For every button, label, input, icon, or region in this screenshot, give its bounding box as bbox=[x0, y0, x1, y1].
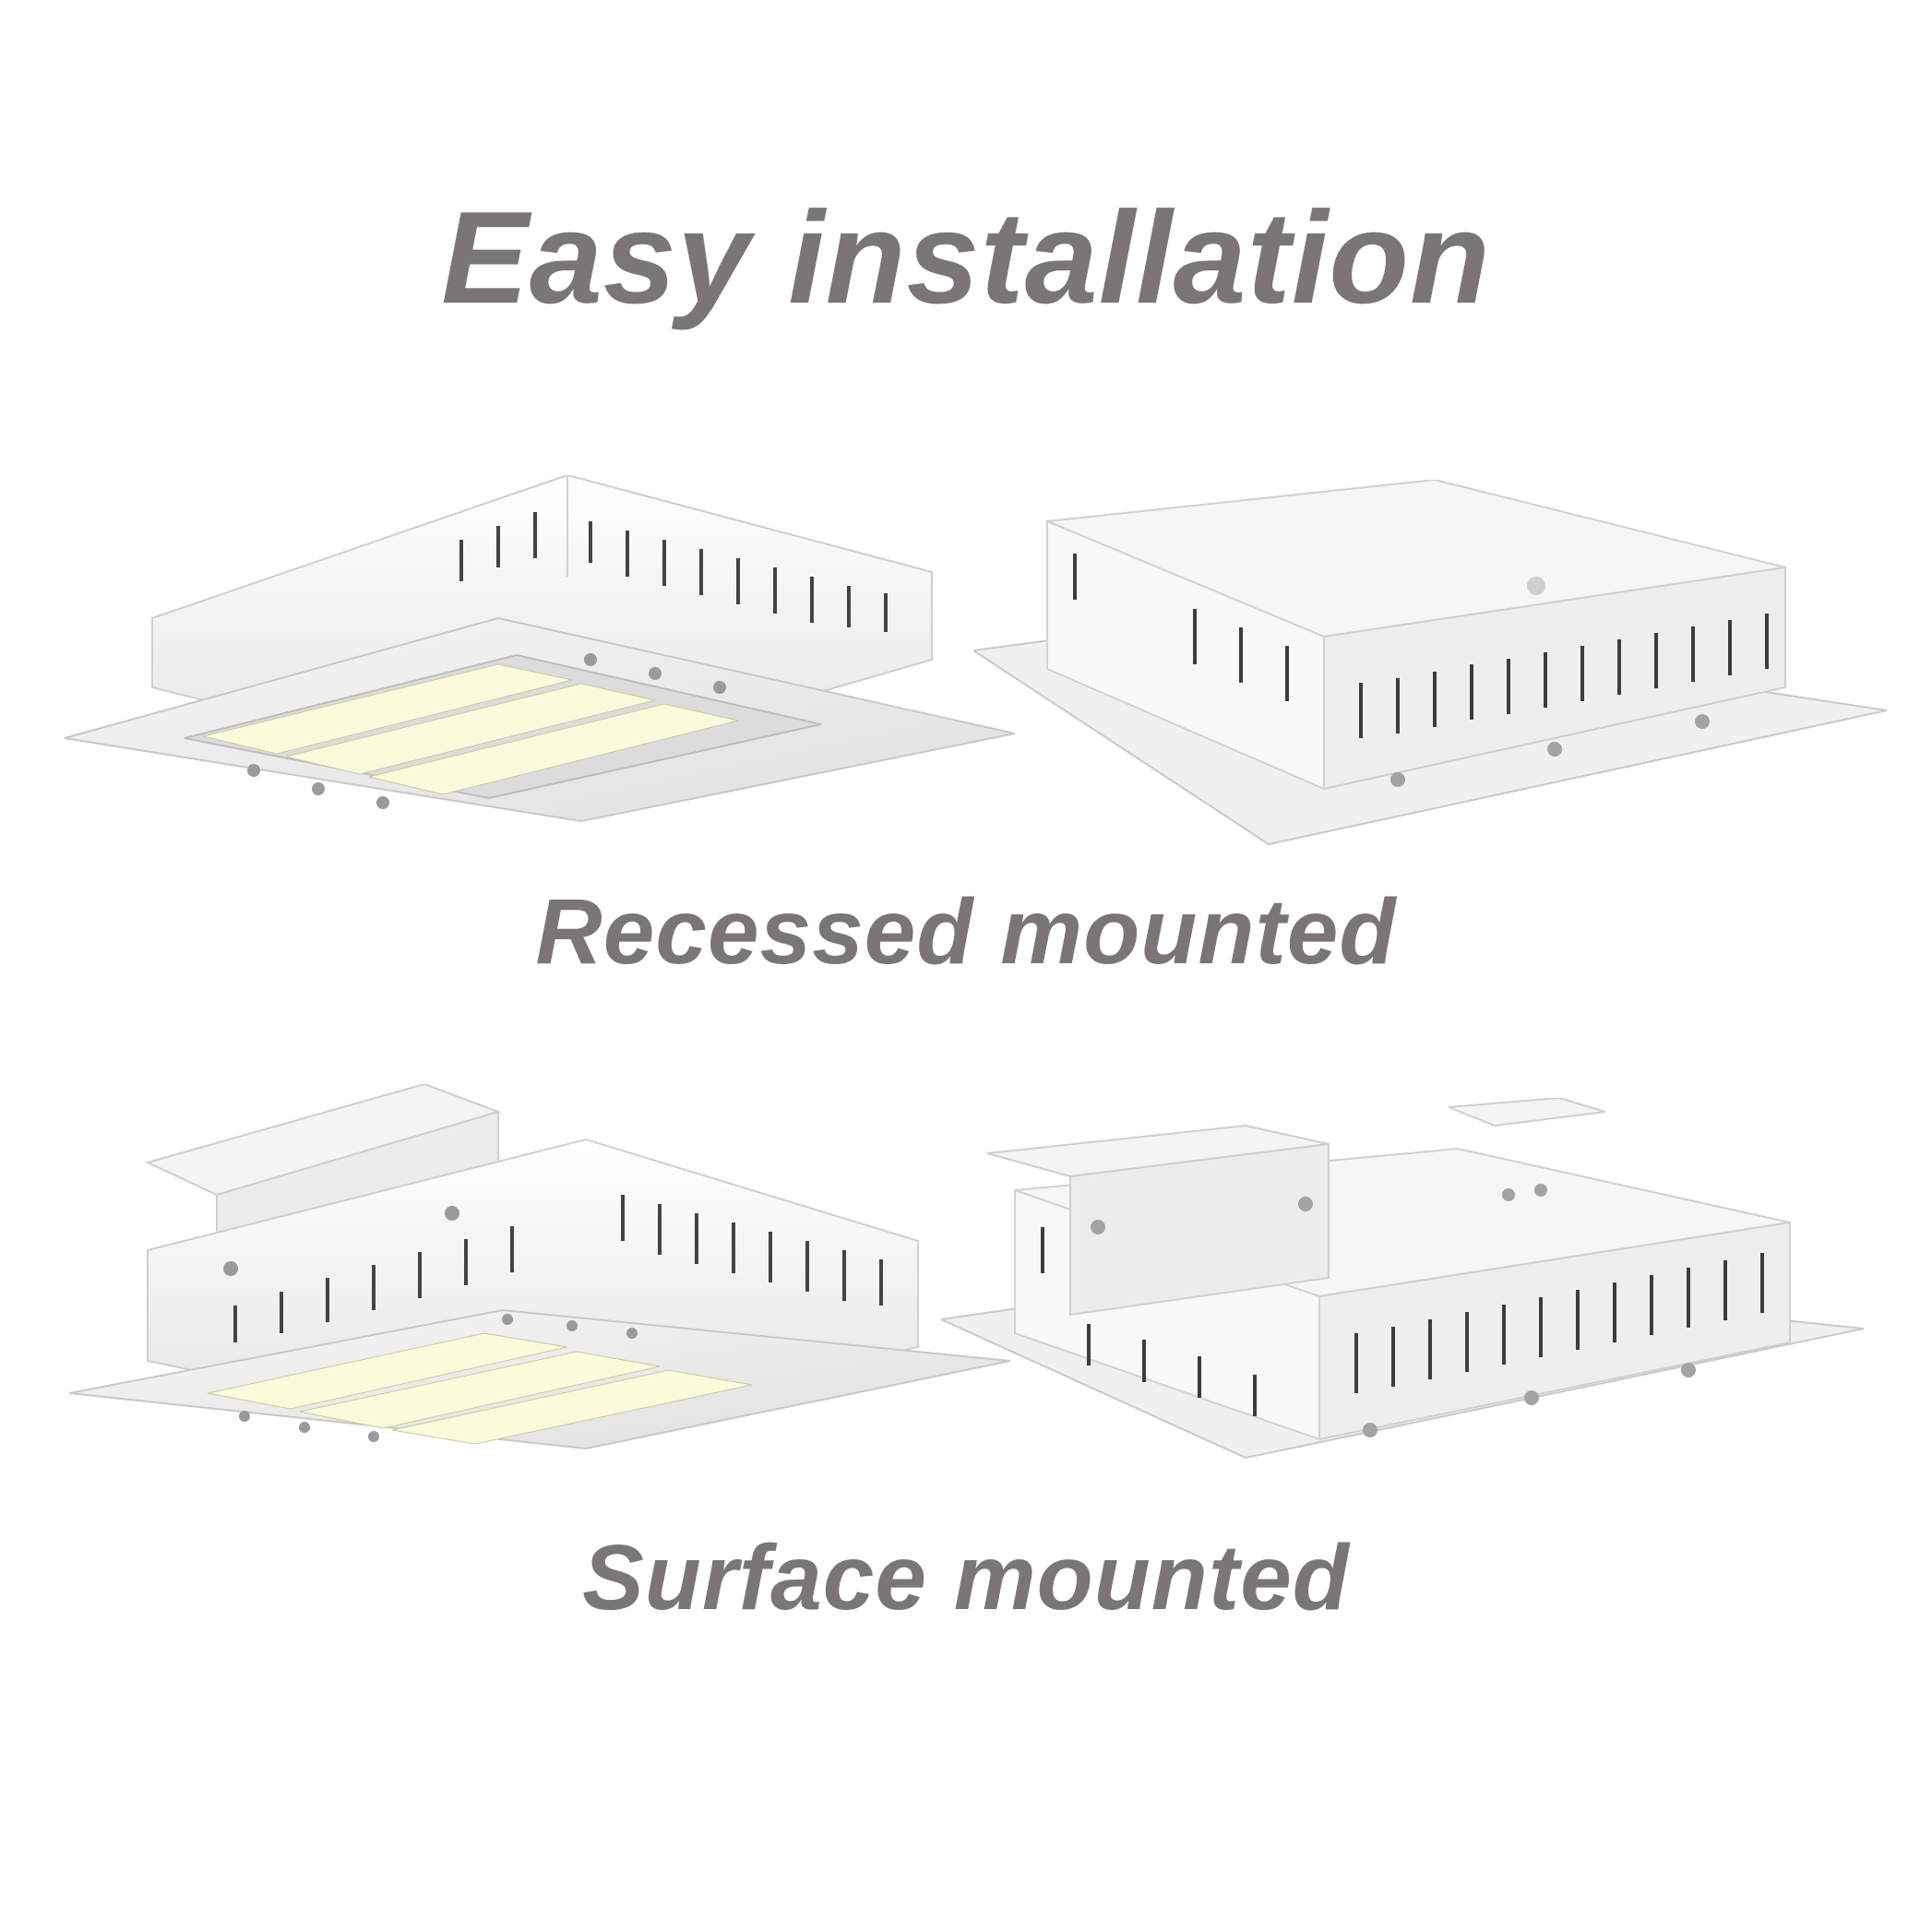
surface-light-bottom-illustration bbox=[69, 1084, 1010, 1453]
caption-recessed-mounted: Recessed mounted bbox=[535, 880, 1397, 984]
recessed-light-top-illustration bbox=[973, 480, 1896, 849]
surface-light-top-illustration bbox=[941, 1098, 1882, 1467]
page-title: Easy installation bbox=[441, 185, 1491, 331]
recessed-light-bottom-illustration bbox=[55, 475, 1015, 826]
caption-surface-mounted: Surface mounted bbox=[582, 1526, 1350, 1629]
